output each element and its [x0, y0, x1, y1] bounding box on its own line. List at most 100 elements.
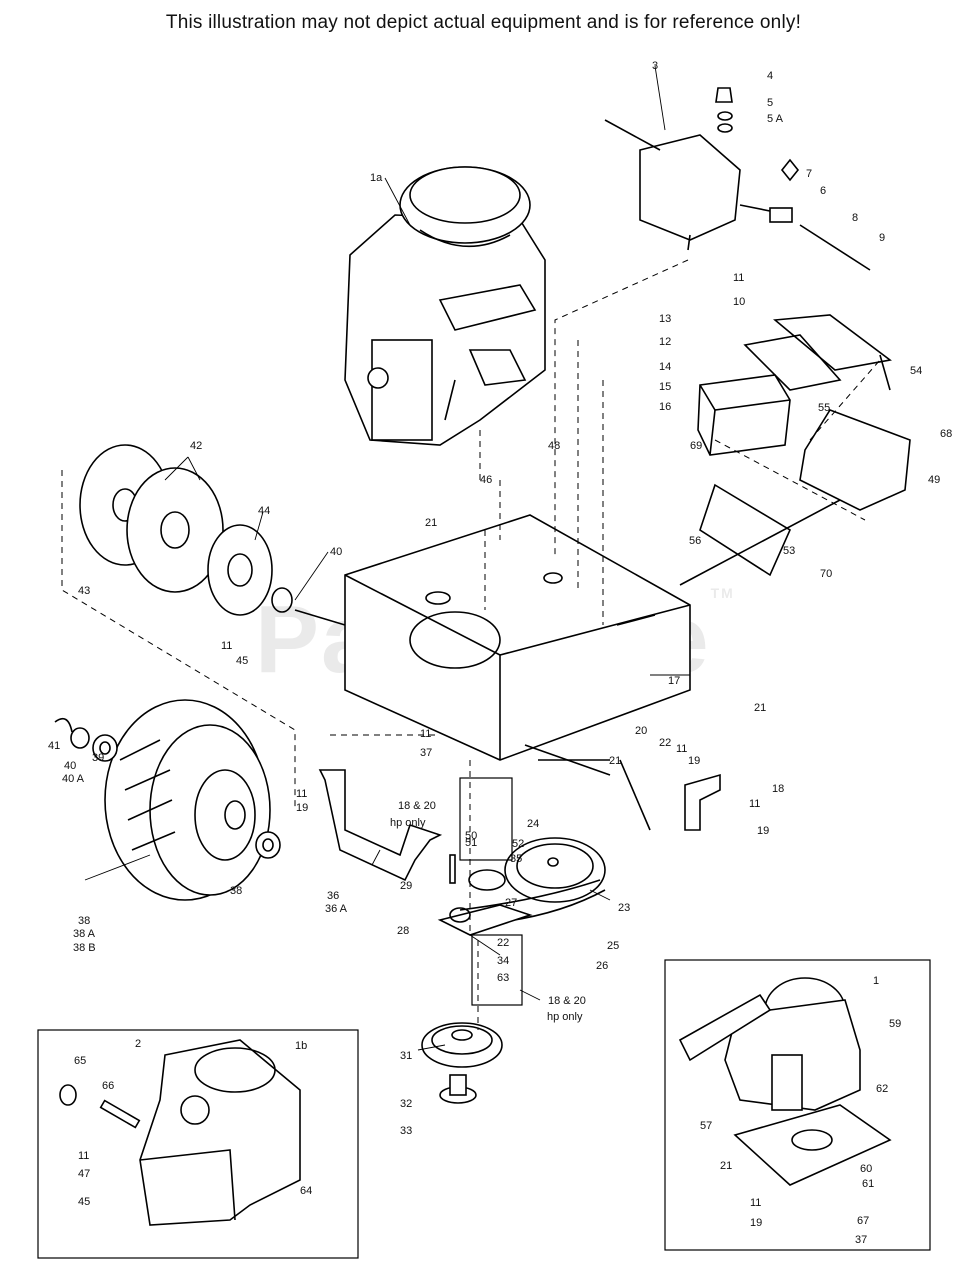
- callout-11-inset: 11: [78, 1150, 90, 1162]
- callout-49: 49: [928, 474, 941, 486]
- callout-21-inset: 21: [720, 1160, 733, 1172]
- bearing-38b: [255, 831, 281, 859]
- callout-66: 66: [102, 1080, 115, 1092]
- callout-10: 10: [733, 296, 746, 308]
- callout-25: 25: [607, 940, 620, 952]
- callout-69: 69: [690, 440, 703, 452]
- callout-2: 2: [135, 1038, 142, 1050]
- callout-14: 14: [659, 361, 672, 373]
- callout-35: 35: [510, 853, 523, 865]
- note-hp-only-a-1: 18 & 20: [398, 800, 436, 812]
- callout-20: 20: [635, 725, 648, 737]
- callout-45-top: 45: [236, 655, 249, 667]
- callout-33: 33: [400, 1125, 413, 1137]
- callout-17: 17: [668, 675, 681, 687]
- callout-5: 5: [767, 97, 774, 109]
- callout-21-right: 21: [754, 702, 767, 714]
- callout-1b: 1b: [295, 1040, 308, 1052]
- wheel-38: [104, 699, 271, 901]
- callout-46: 46: [480, 474, 493, 486]
- callout-13: 13: [659, 313, 672, 325]
- callout-4: 4: [767, 70, 774, 82]
- bearing-39: [92, 734, 118, 762]
- callout-61: 61: [862, 1178, 875, 1190]
- inset-engine-1b-box: [37, 1029, 359, 1259]
- callout-67: 67: [857, 1215, 870, 1227]
- idler-arm-26: [437, 904, 533, 936]
- hub-32: [439, 1074, 477, 1104]
- callout-3: 3: [652, 60, 659, 72]
- bracket-36: [318, 769, 443, 882]
- watermark-trademark: TM: [710, 585, 735, 601]
- clip-41: [54, 717, 73, 733]
- callout-19-right: 19: [688, 755, 701, 767]
- callout-11-bracket: 11: [749, 798, 761, 810]
- callout-11-top: 11: [733, 272, 745, 284]
- callout-48: 48: [548, 440, 561, 452]
- callout-43: 43: [78, 585, 91, 597]
- chassis-plate-17: [344, 514, 691, 761]
- callout-21-mid: 21: [609, 755, 622, 767]
- callout-41: 41: [48, 740, 61, 752]
- callout-29: 29: [400, 880, 413, 892]
- callout-6: 6: [820, 185, 827, 197]
- nut-65: [59, 1084, 77, 1106]
- callout-65: 65: [74, 1055, 87, 1067]
- axle-shaft: [294, 609, 346, 626]
- callout-38: 38: [78, 915, 91, 927]
- note-hp-only-a-2: hp only: [390, 817, 426, 829]
- callout-12: 12: [659, 336, 672, 348]
- callout-1a: 1a: [370, 172, 383, 184]
- callout-11-left: 11: [221, 640, 233, 652]
- callout-11-lb: 11: [296, 788, 308, 800]
- hp-only-box-b: [471, 934, 523, 1006]
- callout-52: 52: [512, 838, 525, 850]
- callout-16: 16: [659, 401, 672, 413]
- callout-60: 60: [860, 1163, 873, 1175]
- pulley-42: [79, 444, 224, 593]
- battery-tray: [743, 314, 911, 511]
- callout-31: 31: [400, 1050, 413, 1062]
- callout-8: 8: [852, 212, 859, 224]
- callout-40a: 40 A: [62, 773, 85, 785]
- callout-70: 70: [820, 568, 833, 580]
- engine-1b: [139, 1039, 301, 1226]
- callout-53: 53: [783, 545, 796, 557]
- callout-15: 15: [659, 381, 672, 393]
- callout-42: 42: [190, 440, 203, 452]
- transmission-3: [604, 87, 871, 271]
- plate-53: [679, 483, 841, 586]
- callout-11-inset-b: 11: [750, 1197, 762, 1209]
- callout-40-a: 40: [330, 546, 343, 558]
- callout-64: 64: [300, 1185, 313, 1197]
- callout-7: 7: [806, 168, 813, 180]
- callout-51: 51: [465, 837, 478, 849]
- callout-5a: 5 A: [767, 113, 783, 125]
- callout-62: 62: [876, 1083, 889, 1095]
- callout-26: 26: [596, 960, 609, 972]
- pin-29: [449, 854, 456, 884]
- callout-1: 1: [873, 975, 880, 987]
- callout-19-lb: 19: [296, 802, 309, 814]
- callout-45-inset: 45: [78, 1196, 91, 1208]
- callout-38-bearing: 38: [230, 885, 243, 897]
- callout-38b: 38 B: [73, 942, 96, 954]
- callout-54: 54: [910, 365, 923, 377]
- callout-22-right: 22: [659, 737, 672, 749]
- note-hp-only-b-1: 18 & 20: [548, 995, 586, 1007]
- callout-63: 63: [497, 972, 510, 984]
- callout-9: 9: [879, 232, 886, 244]
- callout-40-b: 40: [64, 760, 77, 772]
- callout-11-right: 11: [676, 743, 688, 755]
- washer-40: [70, 727, 90, 749]
- callout-11-mid: 11: [420, 728, 432, 740]
- battery-69: [697, 374, 791, 456]
- pulley-small: [468, 869, 506, 891]
- engine-1: [678, 977, 892, 1186]
- shaft-66: [99, 1099, 141, 1129]
- note-hp-only-b-2: hp only: [547, 1011, 583, 1023]
- callout-57: 57: [700, 1120, 713, 1132]
- callout-36a: 36 A: [325, 903, 348, 915]
- shaft: [524, 744, 611, 776]
